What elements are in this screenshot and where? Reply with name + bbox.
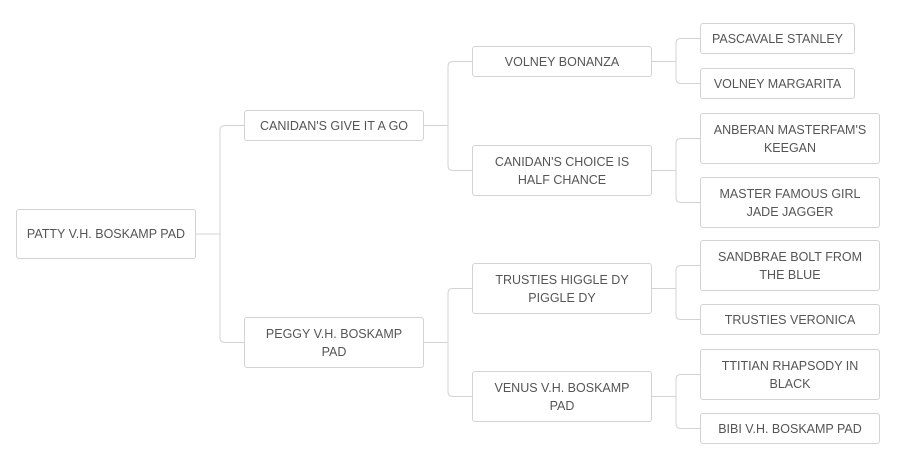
paternal-grandsire-name: VOLNEY BONANZA <box>504 54 620 69</box>
connector-line <box>652 374 700 429</box>
paternal-granddam-node[interactable]: CANIDAN'S CHOICE IS HALF CHANCE <box>472 145 652 196</box>
great-grandparent-name: TRUSTIES VERONICA <box>724 312 856 327</box>
dam-node[interactable]: PEGGY V.H. BOSKAMP PAD <box>244 317 424 368</box>
great-grandparent-name: BIBI V.H. BOSKAMP PAD <box>718 421 862 436</box>
great-grandparent-node[interactable]: SANDBRAE BOLT FROM THE BLUE <box>700 240 880 291</box>
connector-line <box>652 138 700 203</box>
paternal-granddam-name: CANIDAN'S CHOICE IS HALF CHANCE <box>494 154 630 187</box>
subject-name: PATTY V.H. BOSKAMP PAD <box>26 227 186 241</box>
connector-line <box>424 61 472 171</box>
maternal-granddam-node[interactable]: VENUS V.H. BOSKAMP PAD <box>472 371 652 422</box>
great-grandparent-node[interactable]: TRUSTIES VERONICA <box>700 304 880 335</box>
great-grandparent-node[interactable]: BIBI V.H. BOSKAMP PAD <box>700 413 880 444</box>
maternal-grandsire-node[interactable]: TRUSTIES HIGGLE DY PIGGLE DY <box>472 263 652 314</box>
great-grandparent-node[interactable]: TTITIAN RHAPSODY IN BLACK <box>700 349 880 400</box>
sire-name: CANIDAN'S GIVE IT A GO <box>259 118 409 133</box>
dam-name: PEGGY V.H. BOSKAMP PAD <box>265 326 403 359</box>
great-grandparent-name: VOLNEY MARGARITA <box>713 76 842 91</box>
maternal-granddam-name: VENUS V.H. BOSKAMP PAD <box>494 380 630 413</box>
great-grandparent-name: MASTER FAMOUS GIRL JADE JAGGER <box>719 186 861 219</box>
great-grandparent-node[interactable]: MASTER FAMOUS GIRL JADE JAGGER <box>700 177 880 228</box>
great-grandparent-name: TTITIAN RHAPSODY IN BLACK <box>721 358 859 391</box>
maternal-grandsire-name: TRUSTIES HIGGLE DY PIGGLE DY <box>495 272 629 305</box>
connector-line <box>424 288 472 397</box>
great-grandparent-name: SANDBRAE BOLT FROM THE BLUE <box>717 249 862 282</box>
paternal-grandsire-node[interactable]: VOLNEY BONANZA <box>472 46 652 77</box>
great-grandparent-node[interactable]: VOLNEY MARGARITA <box>700 68 855 99</box>
great-grandparent-node[interactable]: PASCAVALE STANLEY <box>700 23 855 54</box>
connector-line <box>652 38 700 84</box>
connector-line <box>652 265 700 320</box>
subject-node[interactable]: PATTY V.H. BOSKAMP PAD <box>16 209 196 259</box>
connector-line <box>196 125 244 343</box>
great-grandparent-name: ANBERAN MASTERFAM'S KEEGAN <box>713 122 867 155</box>
sire-node[interactable]: CANIDAN'S GIVE IT A GO <box>244 110 424 141</box>
great-grandparent-name: PASCAVALE STANLEY <box>711 31 844 46</box>
great-grandparent-node[interactable]: ANBERAN MASTERFAM'S KEEGAN <box>700 113 880 164</box>
